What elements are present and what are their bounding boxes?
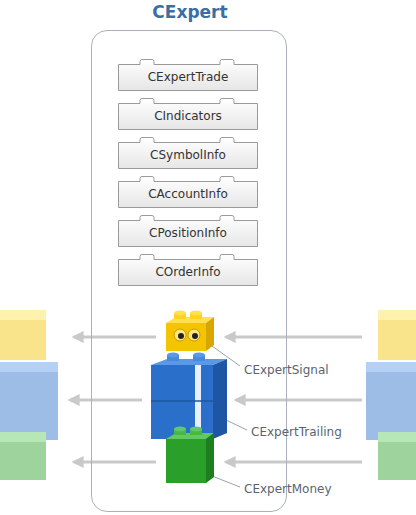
faded-brick (0, 440, 46, 480)
component-box: CSymbolInfo (118, 137, 258, 169)
container-frame: CExpertCExpertTradeCIndicatorsCSymbolInf… (91, 30, 287, 512)
brick-stud (190, 427, 202, 432)
flow-arrow (226, 461, 362, 464)
component-box: CAccountInfo (118, 176, 258, 208)
flow-arrow (70, 399, 142, 402)
flow-arrow (236, 399, 362, 402)
puzzle-shape (119, 60, 258, 91)
component-box: COrderInfo (118, 254, 258, 286)
flow-arrow (74, 336, 156, 339)
trailing-brick: CExpertTrailing (149, 353, 229, 441)
brick-seam (151, 400, 213, 402)
brick-side (206, 433, 214, 483)
brick-side (213, 359, 227, 439)
faded-brick (378, 432, 416, 442)
money-brick: CExpertMoney (164, 427, 216, 485)
faded-brick (378, 440, 416, 480)
brick-stud (190, 311, 202, 316)
faded-brick (0, 432, 46, 442)
brick-stud (174, 311, 186, 316)
signal-brick: CExpertSignal (164, 311, 216, 353)
faded-brick (0, 318, 46, 360)
brick-stud (193, 353, 205, 358)
box-label: CAccountInfo (118, 181, 258, 207)
module-label: CExpertTrailing (251, 425, 342, 439)
brick-front (151, 365, 213, 439)
puzzle-shape (119, 138, 258, 169)
faded-brick (366, 370, 416, 440)
faded-brick (366, 362, 416, 372)
brick-eye (174, 329, 186, 341)
puzzle-shape (119, 177, 258, 208)
brick-stud (174, 427, 186, 432)
flow-arrow (74, 461, 156, 464)
box-label: CPositionInfo (118, 220, 258, 246)
money-brick-outline (164, 427, 216, 485)
box-label: CIndicators (118, 103, 258, 129)
signal-brick-outline (164, 311, 216, 353)
faded-bricks-right (366, 310, 416, 480)
leader-lines (212, 346, 247, 487)
component-box: CExpertTrade (118, 59, 258, 91)
trailing-brick-outline (149, 353, 229, 441)
flow-arrows (70, 337, 362, 462)
module-label: CExpertMoney (244, 482, 332, 496)
faded-brick (378, 310, 416, 320)
leader-line (226, 420, 247, 430)
brick-front (166, 323, 206, 351)
brick-front (166, 439, 206, 483)
box-label: CSymbolInfo (118, 142, 258, 168)
module-label: CExpertSignal (244, 363, 329, 377)
component-box: CIndicators (118, 98, 258, 130)
brick-stud (167, 353, 179, 358)
component-box: CPositionInfo (118, 215, 258, 247)
faded-bricks-left (0, 310, 58, 480)
faded-brick (0, 362, 58, 372)
faded-brick (0, 310, 46, 320)
brick-side (206, 317, 214, 351)
brick-eye (188, 329, 200, 341)
box-label: COrderInfo (118, 259, 258, 285)
leader-line (212, 476, 240, 487)
puzzle-shape (119, 255, 258, 286)
faded-brick (0, 370, 58, 440)
puzzle-shape (119, 99, 258, 130)
container-title: CExpert (92, 2, 288, 22)
puzzle-shape (119, 216, 258, 247)
brick-pupil (178, 333, 184, 339)
flow-arrow (226, 336, 362, 339)
box-label: CExpertTrade (118, 64, 258, 90)
faded-brick (378, 318, 416, 360)
brick-pupil (192, 333, 198, 339)
